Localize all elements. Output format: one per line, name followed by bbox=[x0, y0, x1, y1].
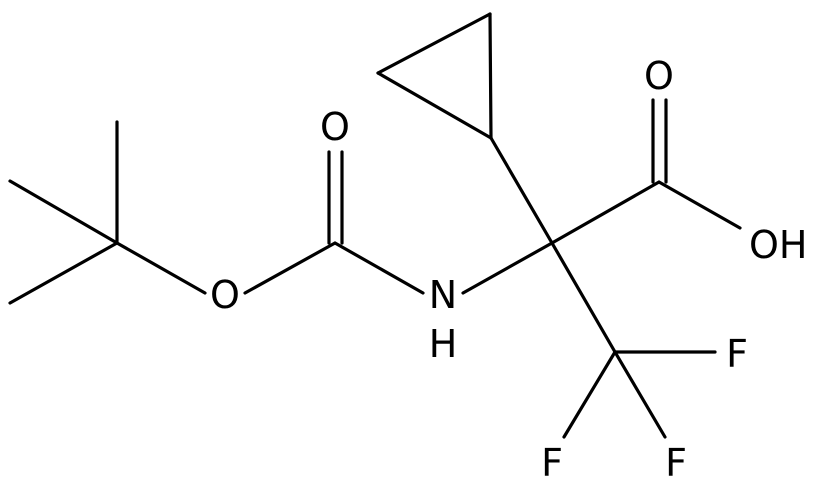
atom-label-hydroxyl: OH bbox=[749, 223, 807, 267]
atom-label-nitrogen: N bbox=[429, 273, 457, 317]
bond-tbu-methyl-left-bottom bbox=[8, 241, 119, 305]
bond-cyclopropyl-left bbox=[376, 71, 493, 140]
atom-label-boc-carbonyl-oxygen: O bbox=[320, 105, 350, 149]
bond-central-to-cf3-carbon bbox=[550, 241, 617, 354]
bond-tbu-methyl-left-top bbox=[8, 179, 119, 245]
bond-cyclopropyl-upper bbox=[376, 12, 492, 75]
atom-label-acid-carbonyl-oxygen: O bbox=[644, 54, 674, 98]
atom-label-fluorine-lower-left: F bbox=[541, 441, 563, 485]
atom-label-fluorine-lower-right: F bbox=[665, 441, 687, 485]
bond-tbu-to-ester-oxygen bbox=[115, 241, 207, 295]
bond-nitrogen-to-central-carbon bbox=[461, 241, 554, 295]
atom-labels: O O N H O OH F F F bbox=[210, 54, 807, 485]
bonds bbox=[8, 12, 742, 439]
bond-acid-to-hydroxyl bbox=[657, 180, 742, 230]
atom-label-amine-hydrogen: H bbox=[429, 322, 458, 366]
bond-carbonyl-to-nitrogen bbox=[333, 241, 425, 295]
bond-central-to-acid-carbon bbox=[550, 180, 661, 245]
atom-label-fluorine-right: F bbox=[726, 332, 748, 376]
bond-cyclopropyl-top bbox=[488, 12, 493, 140]
bond-ester-oxygen-to-carbonyl bbox=[243, 241, 337, 295]
bond-central-to-cyclopropyl bbox=[489, 136, 554, 245]
bond-cf3-to-f-lower-left bbox=[562, 350, 617, 439]
bond-cf3-to-f-lower-right bbox=[613, 350, 667, 439]
atom-label-ester-oxygen: O bbox=[210, 273, 240, 317]
